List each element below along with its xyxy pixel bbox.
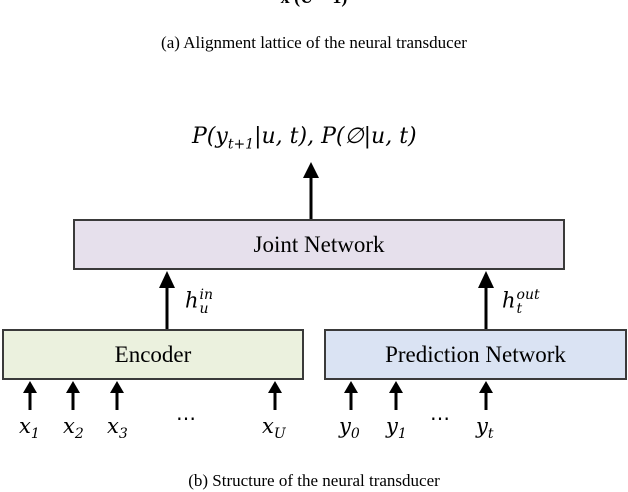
prediction-network-label: Prediction Network	[385, 341, 566, 367]
h-in-base: h	[185, 288, 199, 313]
input-y0-sub: 0	[350, 426, 360, 443]
prediction-to-joint-arrowhead	[478, 271, 494, 288]
input-x1-sub: 1	[30, 426, 40, 443]
joint-network-label: Joint Network	[253, 231, 385, 257]
yt-arrowhead	[479, 381, 493, 393]
input-y1-base: y	[386, 414, 398, 438]
h-in-sup: in	[199, 287, 214, 303]
output-p2: P(∅|u, t)	[321, 124, 417, 149]
input-x3: x3	[107, 414, 128, 442]
joint-output-arrowhead	[303, 162, 319, 178]
output-p1-sub: t+1	[227, 136, 255, 153]
h-out-sub: t	[516, 301, 523, 317]
input-x1-base: x	[19, 414, 31, 438]
input-yt-sub: t	[487, 426, 494, 443]
encoder-to-joint-arrowhead	[159, 271, 175, 288]
input-y1-sub: 1	[397, 426, 407, 443]
input-x2-sub: 2	[74, 426, 84, 443]
input-x2: x2	[63, 414, 84, 442]
input-xU-base: x	[262, 414, 274, 438]
input-xU: xU	[262, 414, 286, 442]
prediction-network-block: Prediction Network	[324, 329, 627, 380]
x1-arrowhead	[23, 381, 37, 393]
input-y0: y0	[339, 414, 360, 442]
input-x2-base: x	[63, 414, 75, 438]
caption-a: (a) Alignment lattice of the neural tran…	[161, 33, 467, 52]
input-x3-base: x	[107, 414, 119, 438]
output-p1: P(y	[192, 124, 228, 149]
h-in-sub: u	[199, 301, 209, 317]
xU-arrowhead	[268, 381, 282, 393]
input-xU-sub: U	[273, 426, 286, 443]
x2-arrowhead	[66, 381, 80, 393]
h-out-sup: out	[516, 287, 540, 303]
input-y0-base: y	[339, 414, 351, 438]
h-out-base: h	[502, 288, 516, 313]
encoder-block: Encoder	[2, 329, 304, 380]
joint-network-block: Joint Network	[73, 219, 565, 270]
y1-arrowhead	[389, 381, 403, 393]
output-probability-label: P(yt+1|u, t), P(∅|u, t)	[192, 124, 417, 152]
input-yt-base: y	[476, 414, 488, 438]
input-x3-sub: 3	[118, 426, 128, 443]
input-y1: y1	[386, 414, 407, 442]
input-x1: x1	[19, 414, 40, 442]
prediction-inputs-ellipsis: ⋯	[430, 408, 450, 430]
y0-arrowhead	[344, 381, 358, 393]
x3-arrowhead	[110, 381, 124, 393]
top-cut-text: x (U − 1)	[0, 0, 628, 8]
output-p1-end: |u, t),	[254, 124, 322, 149]
caption-b: (b) Structure of the neural transducer	[188, 471, 440, 490]
input-yt: yt	[476, 414, 494, 442]
encoder-label: Encoder	[114, 341, 192, 367]
encoder-inputs-ellipsis: ⋯	[176, 408, 196, 430]
